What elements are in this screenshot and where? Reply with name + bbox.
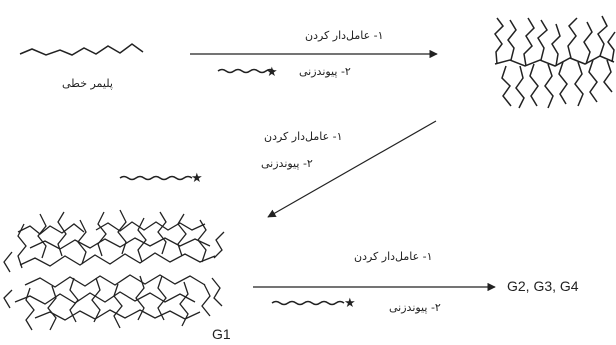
step2-label-middle: ۲- پیوندزنی <box>261 157 313 170</box>
star-icon: ★ <box>191 171 203 186</box>
next-generations-label: G2, G3, G4 <box>507 278 579 294</box>
star-icon: ★ <box>266 65 278 80</box>
g1-label: G1 <box>212 326 231 342</box>
step1-label-middle: ۱- عامل‌دار کردن <box>264 130 343 143</box>
graft-chain-3 <box>271 300 345 306</box>
graft-chain-2 <box>119 175 193 181</box>
arrow-2 <box>267 120 437 218</box>
step2-label-bottom: ۲- پیوندزنی <box>389 301 441 314</box>
grafted-polymer <box>494 15 616 109</box>
step2-label-top: ۲- پیوندزنی <box>299 65 351 78</box>
linear-polymer-label: پلیمر خطی <box>62 77 113 90</box>
step1-label-bottom: ۱- عامل‌دار کردن <box>354 250 433 263</box>
linear-polymer-chain <box>19 43 144 56</box>
graft-chain-1 <box>217 68 275 74</box>
branched-polymer-g1 <box>3 209 225 331</box>
step1-label-top: ۱- عامل‌دار کردن <box>305 29 384 42</box>
star-icon: ★ <box>344 296 356 311</box>
